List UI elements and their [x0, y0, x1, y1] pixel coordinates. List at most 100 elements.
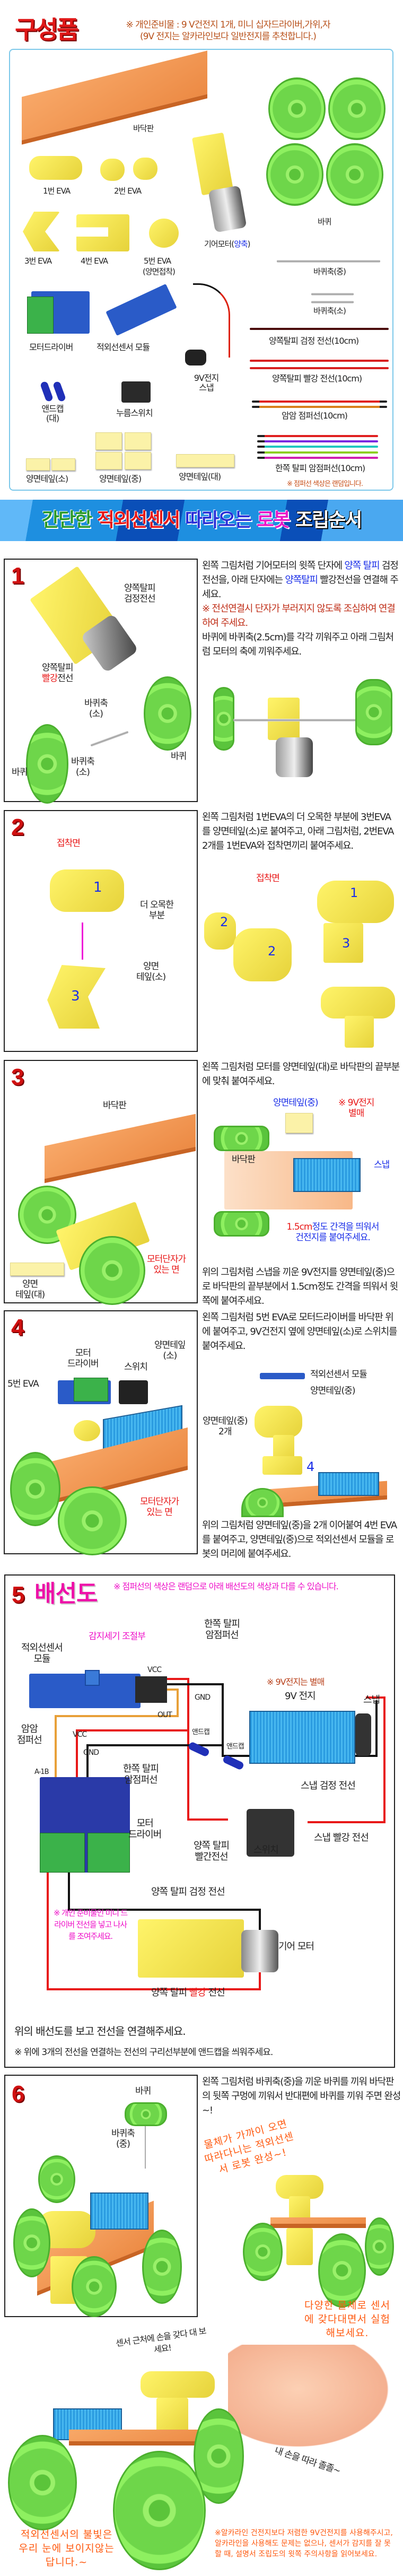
step-number: 3: [11, 1064, 24, 1090]
step-number: 1: [11, 563, 24, 589]
wheel-image: [72, 2256, 117, 2317]
step1-text-4: 양쪽탈피: [285, 575, 318, 586]
label-tape-medium: 양면테잎(중): [273, 1098, 318, 1108]
axle-image: [90, 730, 129, 747]
driver-note: ※ 개인 준비물인 미니 드라이버 전선을 넣고 나사를 조여주세요.: [53, 1908, 128, 1941]
block-number: 1: [93, 880, 102, 895]
label-black-wire: 양쪽탈피 검정 전선(10cm): [269, 336, 359, 346]
label-axle: 바퀴축(소): [71, 756, 95, 778]
label-half-2: 암점퍼선: [205, 1629, 239, 1641]
label-axle-2: (소): [76, 767, 90, 778]
label-half-2: 암점퍼선: [124, 1774, 157, 1786]
label-black-wire-2: 검정전선: [124, 593, 156, 604]
gear-motor-image: [191, 132, 234, 196]
prep-note-2: (9V 전지는 알카라인보다 일반전지를 추천합니다.): [140, 31, 317, 42]
label-terminal-2: 있는 면: [146, 1507, 172, 1518]
label-red-rest: 전선: [57, 673, 73, 684]
step1-text-2: 양쪽 탈피: [344, 560, 380, 571]
motor-label-text: 기어모터(: [204, 239, 234, 249]
wheel-image: [243, 2223, 283, 2281]
gear-motor-can: [208, 185, 247, 233]
eva1-block: 1: [50, 869, 124, 912]
motor-can: [241, 1930, 278, 1972]
label-eva1: 1번 EVA: [43, 186, 71, 196]
wiring-instruction: 위의 배선도를 보고 전선을 연결해주세요.: [14, 2025, 186, 2038]
banner-word-1: 간단한: [41, 509, 92, 531]
label-base: 바닥판: [232, 1154, 256, 1165]
label-axle-small: 바퀴축(소): [313, 306, 346, 316]
label-eva3: 3번 EVA: [24, 256, 52, 266]
step6-instructions: 왼쪽 그림처럼 바퀴축(중)을 끼운 바퀴를 끼워 바닥판의 뒷쪽 구멍에 끼워…: [202, 2076, 401, 2116]
wire-vcc-red: [164, 1678, 228, 1821]
assembled-eva-stem: [345, 1016, 374, 1048]
try-message: 다양한 물체로 센서에 갖다대면서 실험해보세요.: [304, 2300, 390, 2339]
eva1-block: 1: [317, 881, 394, 923]
wheel-image: [125, 2102, 167, 2126]
jumper-color-note: ※ 점퍼선 색상은 랜덤입니다.: [287, 480, 363, 488]
step6-panel: 6 바퀴 바퀴축(중): [4, 2075, 198, 2317]
half-jumper-image: [257, 435, 378, 437]
label-wheel: 바퀴: [171, 751, 187, 762]
robot-neck: [156, 2398, 188, 2435]
tape-small-image: [51, 458, 75, 471]
label-axle-mid: 바퀴축(중): [313, 267, 346, 276]
label-black-wire: 양쪽 탈피 검정 전선: [151, 1886, 225, 1898]
block-number: 2: [268, 944, 276, 959]
red-wire-image: [250, 367, 389, 369]
label-red-accent: 빨강: [42, 673, 58, 684]
wheel-image: [241, 1488, 284, 1517]
wire-motor-black: [68, 1873, 261, 1936]
base-board-image: [22, 50, 207, 145]
invisible-light-note: 적외선센서의 불빛은 우리 눈에 보이지않는 답니다.~: [19, 2529, 115, 2568]
eva3-block: 3: [47, 965, 106, 1029]
label-terminal-1: 모터단자가: [140, 1496, 179, 1507]
wheel-image: [58, 1486, 127, 1555]
motor-label-end: ): [247, 239, 251, 249]
label-switch: 스위치: [124, 1362, 148, 1372]
wheel-image: [142, 2230, 182, 2304]
step-number: 4: [11, 1315, 24, 1341]
eva4-block: [262, 1456, 302, 1475]
label-axle: 바퀴축(소): [84, 698, 108, 719]
wheel-image: [355, 679, 392, 745]
label-base: 바닥판: [103, 1100, 127, 1111]
terminal-block: [40, 1833, 85, 1873]
switch-image: [247, 1809, 294, 1857]
label-tape-large: 양면테잎(대): [179, 472, 221, 482]
robot-head: [141, 2371, 215, 2398]
terminal-block: [27, 297, 54, 334]
motor-label-accent: 양축: [234, 239, 248, 249]
label-concave-2: 부분: [148, 910, 165, 921]
label-concave-1: 더 오목한: [140, 900, 174, 910]
label-sensor-2: 모듈: [33, 1653, 50, 1665]
half-jumper-image: [257, 457, 378, 459]
eva2-image: [100, 159, 125, 181]
label-snap-black: 스냅 검정 전선: [301, 1780, 356, 1791]
block-number: 2: [220, 915, 228, 929]
label-snap-red: 스냅 빨강 전선: [314, 1832, 369, 1843]
step1-text-5: 빨강전선을 연결해 주세요.: [202, 575, 399, 600]
label-gnd: GND: [83, 1748, 99, 1757]
banner-word-4: 로봇: [256, 509, 291, 531]
label-black-wire-1: 양쪽탈피: [124, 583, 156, 594]
block-number: 1: [350, 885, 358, 900]
battery-image: [318, 1472, 379, 1496]
wiring-color-note: ※ 점퍼선의 색상은 랜덤으로 아래 배선도의 색상과 다를 수 있습니다.: [113, 1581, 339, 1591]
endcap-image: [52, 380, 67, 403]
label-red-wire-bottom: 양쪽 탈피 빨강 전선: [151, 1987, 225, 1999]
label-sensitivity-adjust: 감지세기 조절부: [89, 1631, 146, 1642]
label-red-wire-2: 빨강전선: [42, 673, 74, 684]
label-axle-1: 바퀴축: [71, 756, 95, 767]
label-terminal-1: 모터단자가: [147, 1254, 186, 1265]
eva5-image: [74, 1420, 100, 1441]
label-axle-1: 바퀴축: [84, 698, 108, 709]
tape-medium-image: [125, 432, 151, 450]
